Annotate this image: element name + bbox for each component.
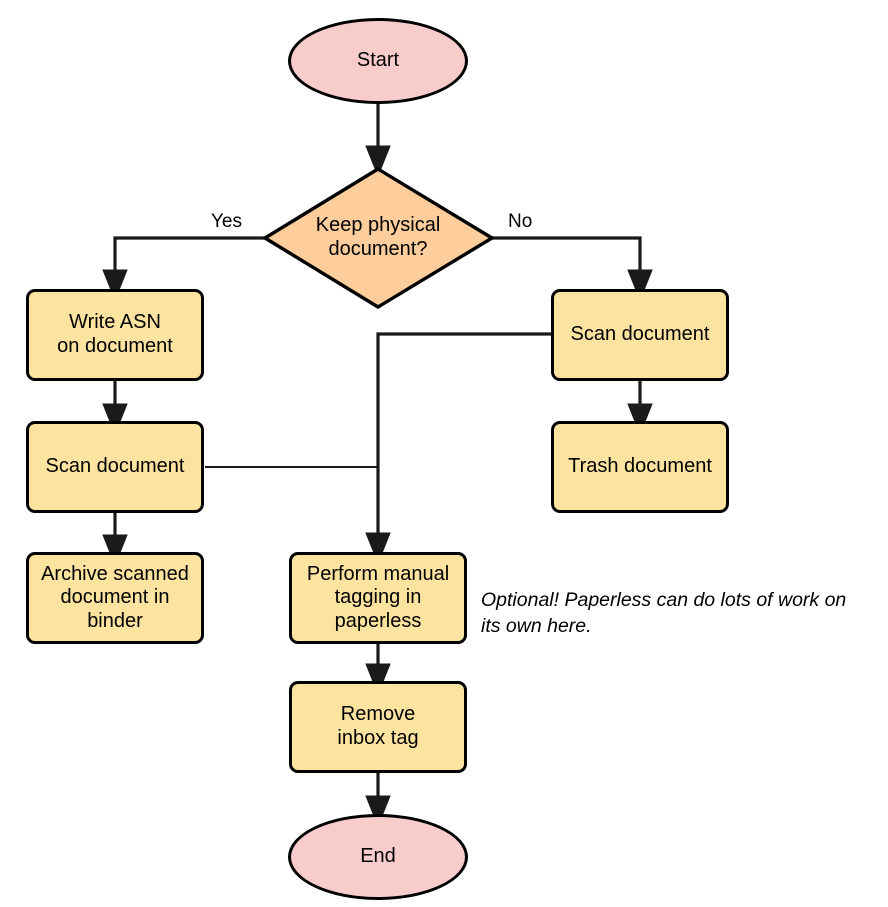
node-remove-inbox-label: Remove inbox tag bbox=[337, 703, 419, 749]
node-archive-label: Archive scanned document in binder bbox=[41, 562, 189, 632]
node-trash-document[interactable]: Trash document bbox=[551, 421, 729, 513]
edge-decision-yes-to-write-asn bbox=[102, 236, 265, 302]
node-end[interactable]: End bbox=[288, 814, 468, 900]
edge-label-yes: Yes bbox=[211, 211, 242, 232]
edge-label-no: No bbox=[508, 211, 533, 232]
node-perform-manual-tagging[interactable]: Perform manual tagging in paperless bbox=[289, 552, 467, 644]
node-end-label: End bbox=[360, 845, 396, 868]
node-scan-document-left[interactable]: Scan document bbox=[26, 421, 204, 513]
node-tagging-label: Perform manual tagging in paperless bbox=[306, 562, 450, 632]
node-scan-document-right[interactable]: Scan document bbox=[551, 289, 729, 381]
node-start[interactable]: Start bbox=[288, 18, 468, 104]
node-archive-scanned-document[interactable]: Archive scanned document in binder bbox=[26, 552, 204, 644]
node-write-asn-on-document[interactable]: Write ASN on document bbox=[26, 289, 204, 381]
decision-keep-physical-document[interactable] bbox=[263, 167, 494, 309]
annotation-optional-paperless: Optional! Paperless can do lots of work … bbox=[481, 589, 847, 637]
edge-decision-no-to-scan-right bbox=[492, 236, 653, 302]
edge-scan-right-to-tagging bbox=[365, 332, 551, 565]
node-scan-document-right-label: Scan document bbox=[570, 323, 710, 346]
node-remove-inbox-tag[interactable]: Remove inbox tag bbox=[289, 681, 467, 773]
node-trash-document-label: Trash document bbox=[568, 455, 712, 478]
node-write-asn-label: Write ASN on document bbox=[57, 311, 173, 357]
node-start-label: Start bbox=[356, 49, 400, 72]
node-scan-document-left-label: Scan document bbox=[45, 455, 185, 478]
